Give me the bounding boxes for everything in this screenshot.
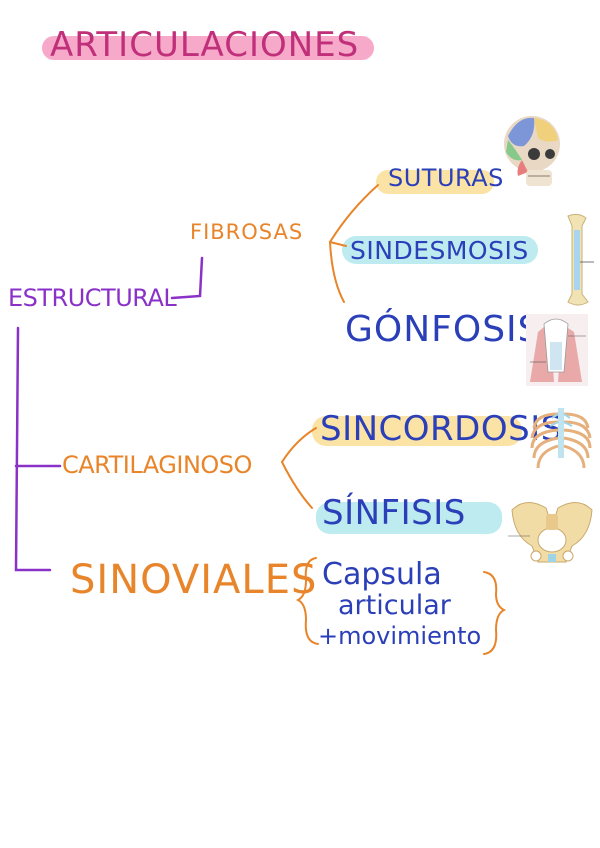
sindesmosis-highlight xyxy=(342,236,538,264)
fibrosas-to-gonfosis-line xyxy=(329,241,345,303)
node-sincordosis: SINCORDOSIS xyxy=(320,409,563,449)
estructural-to-fibrosas-line xyxy=(170,256,204,300)
node-sindesmosis: SINDESMOSIS xyxy=(350,236,529,265)
sinoviales-left-brace xyxy=(295,557,319,645)
page-title: ARTICULACIONES xyxy=(50,25,360,65)
title-highlight xyxy=(42,36,374,60)
node-estructural: ESTRUCTURAL xyxy=(8,284,177,312)
tooth-socket-illustration xyxy=(526,314,588,386)
node-sinfisis: SÍNFISIS xyxy=(322,493,466,533)
estructural-trunk-line xyxy=(14,326,52,572)
sinfisis-highlight xyxy=(316,502,502,534)
node-gonfosis: GÓNFOSIS xyxy=(345,309,542,350)
node-cartilaginoso: CARTILAGINOSO xyxy=(62,451,252,479)
fibrosas-to-suturas-line xyxy=(329,184,379,243)
sinoviales-note-line3: +movimiento xyxy=(318,622,482,650)
suturas-highlight xyxy=(376,170,494,194)
pelvis-illustration xyxy=(508,502,593,563)
skull-illustration xyxy=(504,116,560,186)
sinoviales-note-line2: articular xyxy=(338,590,451,621)
sinoviales-right-brace xyxy=(483,571,507,655)
cartilaginoso-to-sinfisis-line xyxy=(281,461,313,509)
node-suturas: SUTURAS xyxy=(388,164,504,192)
node-sinoviales: SINOVIALES xyxy=(70,557,318,603)
fibrosas-to-sindesmosis-line xyxy=(329,241,347,247)
node-fibrosas: FIBROSAS xyxy=(190,220,304,244)
long-bone-illustration xyxy=(567,213,594,306)
sinoviales-note-line1: Capsula xyxy=(322,557,442,592)
rib-cage-illustration xyxy=(530,408,592,469)
sincordosis-highlight xyxy=(312,416,522,446)
cartilaginoso-to-sincordosis-line xyxy=(281,427,317,463)
